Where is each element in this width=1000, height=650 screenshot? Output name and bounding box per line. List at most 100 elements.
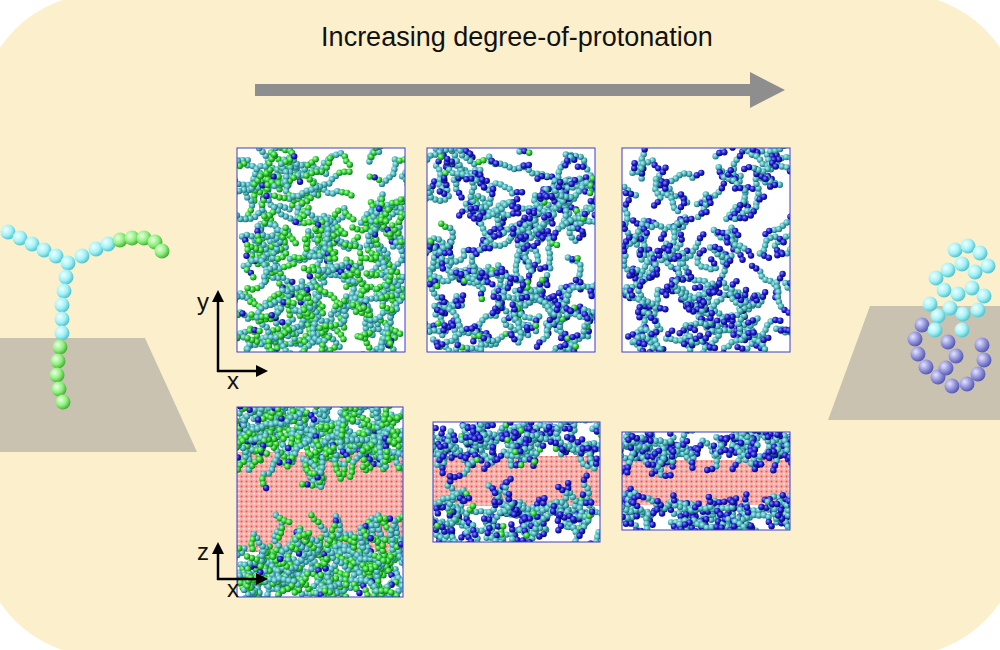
bead	[313, 156, 319, 162]
bead	[75, 249, 90, 264]
bead	[977, 289, 992, 304]
bead	[55, 312, 70, 327]
bead	[398, 196, 404, 202]
bead	[55, 326, 70, 341]
bead	[237, 188, 242, 194]
bead	[955, 257, 970, 272]
bead	[271, 151, 277, 157]
bead	[263, 193, 269, 199]
bead	[363, 270, 369, 276]
bead	[155, 244, 170, 259]
molecule-model	[908, 239, 996, 394]
bead	[317, 325, 323, 331]
bead	[928, 323, 943, 338]
bead	[347, 161, 353, 167]
bead	[256, 328, 262, 334]
bead	[55, 298, 70, 313]
bead	[297, 294, 303, 300]
bead	[388, 269, 394, 275]
bead	[61, 256, 76, 271]
bead	[389, 222, 395, 228]
bead	[257, 173, 263, 179]
bead	[323, 323, 329, 329]
simulation-snapshots	[209, 115, 814, 631]
bead	[342, 241, 348, 247]
bead	[401, 156, 405, 162]
bead	[575, 164, 581, 170]
bead	[307, 273, 313, 279]
bead	[244, 247, 250, 253]
bead	[574, 255, 580, 261]
bead	[349, 224, 355, 230]
bead	[291, 153, 297, 159]
bead	[327, 155, 333, 161]
progress-arrow	[255, 72, 785, 108]
bead	[977, 353, 992, 368]
bead	[383, 218, 389, 224]
bead	[342, 231, 348, 237]
bead	[301, 307, 307, 313]
bead	[354, 269, 360, 275]
bead	[948, 243, 963, 258]
bead	[278, 333, 284, 339]
bead	[919, 360, 934, 375]
bead	[514, 196, 520, 202]
bead	[379, 303, 385, 309]
bead	[973, 246, 988, 261]
bead	[243, 253, 249, 259]
bead	[312, 226, 318, 232]
bead	[447, 250, 453, 256]
surface-plane	[0, 338, 197, 452]
top-view-snapshot	[237, 148, 405, 352]
molecule-model	[1, 225, 170, 410]
bead	[53, 340, 68, 355]
bead	[301, 348, 307, 352]
bead	[956, 307, 971, 322]
bead	[332, 303, 338, 309]
bead	[348, 192, 354, 198]
bead	[56, 395, 71, 410]
bead	[278, 333, 284, 339]
bead	[379, 295, 385, 301]
bead	[975, 338, 990, 353]
bead	[290, 261, 296, 267]
bead	[493, 160, 499, 166]
bead	[346, 169, 352, 175]
bead	[460, 292, 466, 298]
bead	[319, 168, 325, 174]
bead	[299, 200, 305, 206]
bead	[343, 284, 349, 290]
bead	[302, 236, 308, 242]
bead	[283, 250, 289, 256]
bead	[562, 162, 568, 168]
bead	[289, 279, 295, 285]
bead	[955, 323, 970, 338]
bead	[534, 176, 540, 182]
bead	[941, 335, 956, 350]
bead	[237, 335, 240, 341]
bead	[290, 300, 296, 306]
top-view-snapshot	[427, 148, 595, 352]
bead	[387, 340, 393, 346]
bead	[283, 225, 289, 231]
bead	[454, 342, 460, 348]
bead	[237, 294, 241, 300]
bead	[971, 303, 986, 318]
bead	[52, 382, 67, 397]
bead	[981, 259, 996, 274]
bead	[519, 189, 525, 195]
bead	[297, 179, 303, 185]
bead	[524, 324, 530, 330]
bead	[256, 238, 262, 244]
bead	[340, 336, 346, 342]
bead	[937, 283, 952, 298]
bead	[481, 184, 487, 190]
bead	[322, 289, 328, 295]
bead	[250, 274, 256, 280]
bead	[923, 297, 938, 312]
bead	[293, 240, 299, 246]
bead	[358, 334, 364, 340]
bead	[361, 304, 367, 310]
bead	[51, 354, 66, 369]
